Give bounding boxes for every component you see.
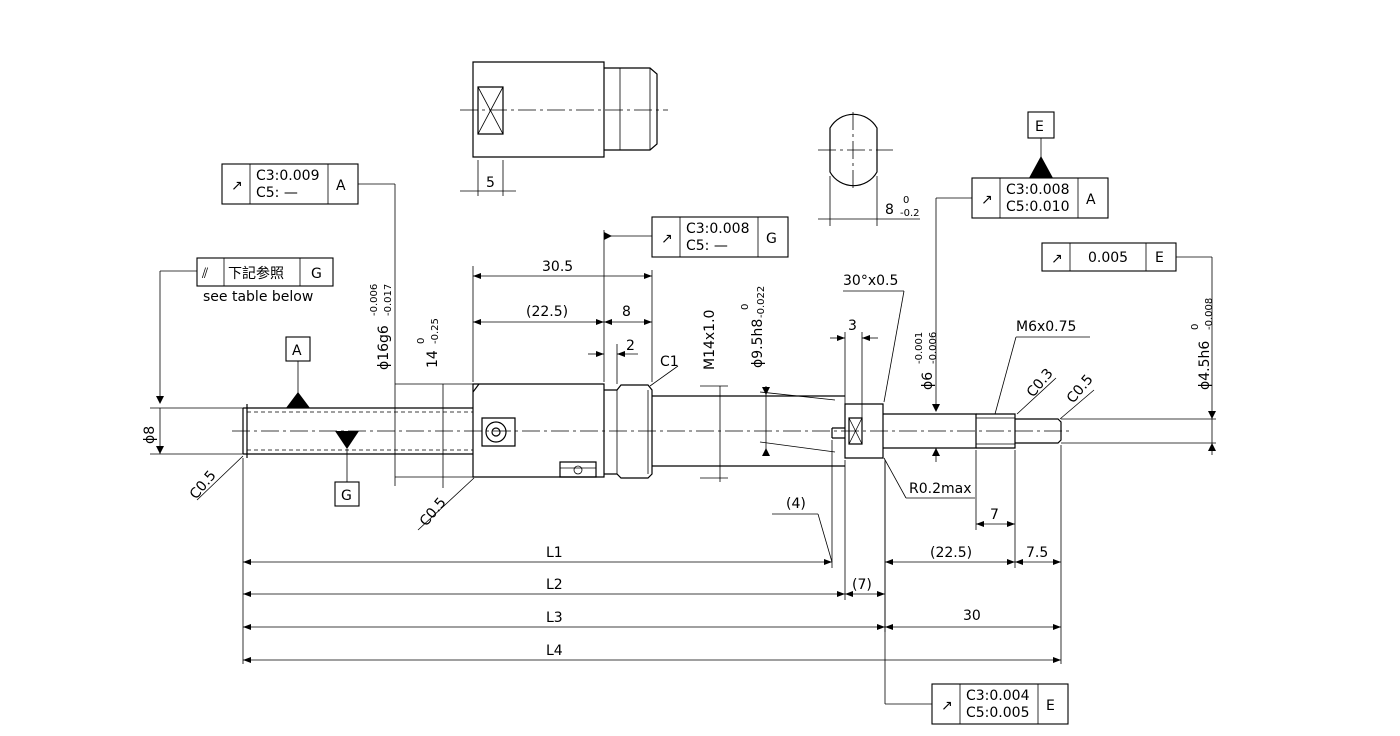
datum-e: E — [1027, 111, 1055, 178]
dim-3: 3 — [848, 318, 857, 334]
dim-phi8: ϕ8 — [142, 426, 158, 444]
tol-a2-datum: A — [1086, 192, 1096, 208]
chamfer-c05-mid: C0.5 — [417, 495, 450, 530]
dim-8-flat-tol-lo: -0.2 — [900, 208, 920, 219]
tol-a2-sym: ↗ — [981, 192, 993, 208]
dim-L2: L2 — [546, 577, 563, 593]
tol-a1-line1: C3:0.009 — [256, 168, 319, 184]
datum-a: A — [285, 336, 311, 408]
chamfer-c05-left: C0.5 — [187, 468, 220, 503]
tol-frame-e2: ↗ C3:0.004 C5:0.005 E — [884, 462, 1069, 725]
tol-frame-e1: ↗ 0.005 E — [1041, 242, 1213, 455]
dim-phi6-up: -0.001 — [914, 332, 925, 364]
tol-gt-datum: G — [311, 266, 322, 282]
dim-7b: (7) — [852, 577, 872, 593]
dim-30-5: 30.5 — [542, 259, 573, 275]
dim-2: 2 — [626, 338, 635, 354]
dim-14-up: 0 — [416, 338, 427, 344]
datum-e-label: E — [1035, 119, 1044, 135]
dim-14: 14 — [425, 350, 441, 368]
dim-14-lo: -0.25 — [430, 318, 441, 344]
dim-phi4-5-up: 0 — [1190, 324, 1201, 330]
dim-4: (4) — [786, 496, 806, 512]
dim-22-5a: (22.5) — [526, 304, 568, 320]
top-dimensions: 30.5 (22.5) 8 2 C1 M14x1.0 ϕ9.5h8 0 -0.0… — [142, 230, 1216, 488]
top-end-view: 5 — [460, 61, 668, 196]
tol-frame-g-total: ⫽ 下記参照 G see table below — [156, 257, 334, 404]
tol-a2-line2: C5:0.010 — [1006, 199, 1069, 215]
tol-gt-note: see table below — [203, 289, 313, 305]
tol-e2-line2: C5:0.005 — [966, 705, 1029, 721]
dim-phi9-5-up: 0 — [740, 304, 751, 310]
dim-L4: L4 — [546, 643, 563, 659]
tol-g1-line2: C5: — — [686, 238, 728, 254]
dim-30: 30 — [963, 608, 981, 624]
datum-a-label: A — [292, 343, 302, 359]
dim-phi9-5: ϕ9.5h8 — [750, 319, 766, 368]
dim-phi6-lo: -0.006 — [928, 332, 939, 364]
dim-8: 8 — [622, 304, 631, 320]
bottom-dimensions: (4) 7 L1 (22.5) 7.5 L2 (7) L3 — [242, 440, 1062, 664]
tol-a1-datum: A — [336, 178, 346, 194]
dim-L3: L3 — [546, 610, 563, 626]
tol-e1-datum: E — [1155, 250, 1164, 266]
tol-g1-sym: ↗ — [661, 231, 673, 247]
tol-a1-sym: ↗ — [231, 178, 243, 194]
dim-phi9-5-lo: -0.022 — [756, 286, 767, 318]
tol-frame-a2: ↗ C3:0.008 C5:0.010 A — [932, 177, 1109, 412]
dim-5: 5 — [486, 175, 495, 191]
section-view: 8 0 -0.2 — [818, 112, 920, 226]
tol-a2-line1: C3:0.008 — [1006, 182, 1069, 198]
dim-phi4-5-lo: -0.008 — [1204, 298, 1215, 330]
dim-8-flat: 8 — [885, 202, 894, 218]
tol-a1-line2: C5: — — [256, 185, 298, 201]
dim-L1: L1 — [546, 545, 563, 561]
dim-phi6: ϕ6 — [920, 372, 936, 390]
tol-frame-a1: ↗ C3:0.009 C5: — A — [221, 163, 396, 486]
dim-8-flat-tol-up: 0 — [903, 195, 909, 206]
datum-g: G — [334, 431, 360, 507]
tol-e2-line1: C3:0.004 — [966, 688, 1030, 704]
chamfer-30: 30°x0.5 — [843, 273, 898, 289]
tol-e2-datum: E — [1046, 698, 1055, 714]
dim-m14: M14x1.0 — [702, 310, 718, 370]
dim-phi16-up: -0.006 — [369, 284, 380, 316]
tol-frame-g1: ↗ C3:0.008 C5: — G — [604, 216, 789, 258]
dim-7-5: 7.5 — [1026, 545, 1048, 561]
chamfer-c03: C0.3 — [1024, 366, 1057, 401]
tol-e1-value: 0.005 — [1088, 250, 1128, 266]
dim-22-5b: (22.5) — [930, 545, 972, 561]
tol-gt-sym: ⫽ — [201, 266, 209, 282]
chamfer-c1: C1 — [660, 354, 679, 370]
dim-phi4-5: ϕ4.5h6 — [1197, 341, 1213, 390]
tol-e1-sym: ↗ — [1051, 251, 1063, 267]
dim-m6: M6x0.75 — [1016, 319, 1076, 335]
tol-gt-jp: 下記参照 — [228, 265, 284, 282]
main-shaft — [232, 383, 1072, 479]
tol-e2-sym: ↗ — [941, 698, 953, 714]
dim-phi16: ϕ16g6 — [376, 325, 392, 370]
tol-g1-line1: C3:0.008 — [686, 221, 749, 237]
dim-r02: R0.2max — [909, 481, 972, 497]
tol-g1-datum: G — [766, 231, 777, 247]
datum-g-label: G — [341, 488, 352, 504]
dim-7a: 7 — [990, 507, 999, 523]
dim-phi16-lo: -0.017 — [383, 284, 394, 316]
